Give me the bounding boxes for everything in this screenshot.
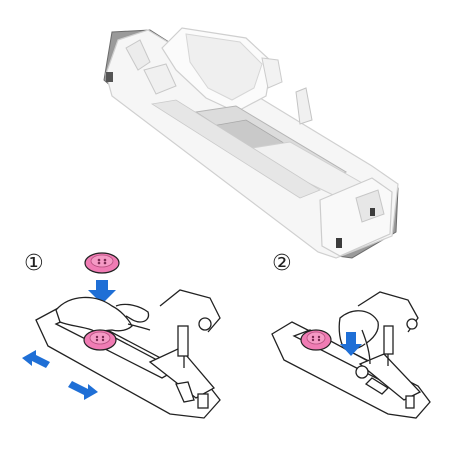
step-2-illustration: ② — [271, 251, 431, 419]
pink-button-step2-icon — [300, 329, 332, 351]
needle-bar-drawing — [159, 289, 221, 368]
step-2-number: ② — [272, 251, 292, 276]
arrow-right-icon — [68, 381, 98, 400]
buttonhole-foot-photo — [103, 27, 399, 259]
step-1-illustration: ① — [22, 251, 221, 419]
hand-drawing — [55, 296, 151, 333]
arrow-down-step2-icon — [340, 332, 362, 356]
arrow-left-icon — [22, 350, 50, 368]
lever-drawing — [355, 365, 390, 395]
pink-button-icon — [84, 252, 120, 274]
step-1-number: ① — [24, 251, 44, 276]
needle-bar-drawing-step2 — [357, 291, 419, 366]
pink-button-placed-icon — [83, 329, 117, 351]
arrow-down-icon — [88, 280, 116, 304]
